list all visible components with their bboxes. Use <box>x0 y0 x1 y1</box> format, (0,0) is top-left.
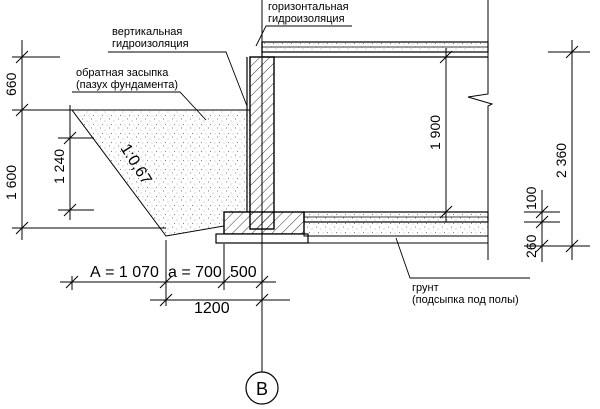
label-horizontal-waterproofing-1: горизонтальная <box>268 1 349 13</box>
left-dimension-chain <box>12 40 166 240</box>
label-horizontal-waterproofing-2: гидроизоляция <box>268 13 345 25</box>
leader-ground <box>395 237 530 279</box>
dim-1600: 1 600 <box>3 165 19 200</box>
break-line <box>467 0 494 260</box>
dim-260: 260 <box>523 234 539 258</box>
label-vertical-waterproofing-1: вертикальная <box>112 26 182 38</box>
dim-500: 500 <box>230 264 257 281</box>
dim-A: А = 1 070 <box>90 264 159 281</box>
dim-1240: 1 240 <box>51 149 67 184</box>
dim-a: а = 700 <box>168 264 222 281</box>
leader-vertical-waterproofing <box>108 51 248 107</box>
label-ground-1: грунт <box>412 282 439 294</box>
bottom-dimension-chain <box>60 240 290 307</box>
leader-backfill <box>72 91 207 121</box>
foundation-footing <box>223 211 305 235</box>
dim-1900: 1 900 <box>427 115 443 150</box>
label-ground-2: (подсыпка под полы) <box>412 294 519 306</box>
mid-dimension <box>439 48 453 222</box>
right-dimension-chain <box>524 40 590 262</box>
dim-100: 100 <box>523 186 539 210</box>
floor-subbase <box>303 221 489 237</box>
leader-horizontal-waterproofing <box>255 25 352 47</box>
dim-1200: 1200 <box>194 300 230 317</box>
label-vertical-waterproofing-2: гидроизоляция <box>112 38 189 50</box>
dim-660: 660 <box>3 72 19 96</box>
label-backfill-2: (пазух фундамента) <box>76 79 178 91</box>
axis-marker <box>245 371 279 405</box>
axis-label: В <box>256 379 268 399</box>
label-backfill-1: обратная засыпка <box>76 67 169 79</box>
dim-2360: 2 360 <box>553 143 569 178</box>
